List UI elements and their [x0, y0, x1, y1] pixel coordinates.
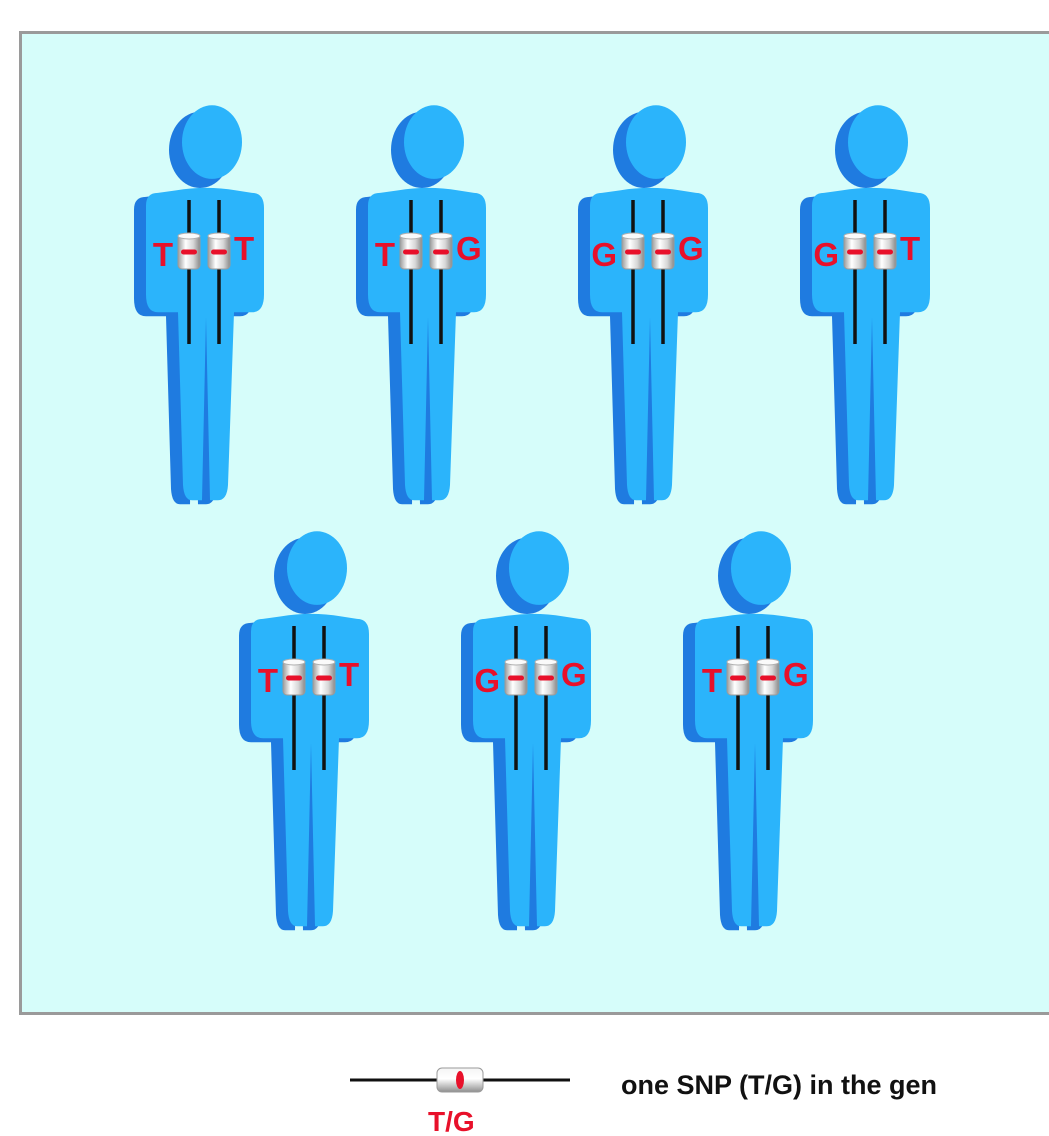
- allele-left: T: [702, 662, 722, 699]
- snp-cylinder-left: [727, 659, 749, 695]
- allele-right: G: [678, 230, 704, 267]
- person-head: [404, 105, 464, 179]
- snp-band: [730, 676, 746, 681]
- snp-cylinder-left: [400, 233, 422, 269]
- snp-cylinder-right: [535, 659, 557, 695]
- snp-cylinder-left: [283, 659, 305, 695]
- person-head: [626, 105, 686, 179]
- snp-band: [211, 250, 227, 255]
- person-head: [848, 105, 908, 179]
- snp-band: [286, 676, 302, 681]
- legend-snp-band: [456, 1071, 464, 1089]
- snp-band: [760, 676, 776, 681]
- allele-right: G: [561, 656, 587, 693]
- snp-cylinder-left: [622, 233, 644, 269]
- snp-band: [538, 676, 554, 681]
- snp-cylinder-right: [430, 233, 452, 269]
- allele-left: T: [375, 236, 395, 273]
- person-head: [509, 531, 569, 605]
- snp-band: [877, 250, 893, 255]
- snp-cylinder-left: [505, 659, 527, 695]
- snp-band: [181, 250, 197, 255]
- allele-right: G: [456, 230, 482, 267]
- allele-left: T: [153, 236, 173, 273]
- snp-cylinder-right: [208, 233, 230, 269]
- snp-cylinder-right: [313, 659, 335, 695]
- snp-cylinder-right: [652, 233, 674, 269]
- snp-band: [847, 250, 863, 255]
- snp-cylinder-left: [178, 233, 200, 269]
- snp-band: [655, 250, 671, 255]
- person-head: [287, 531, 347, 605]
- allele-left: G: [474, 662, 500, 699]
- snp-marker-icon: [345, 1060, 575, 1100]
- allele-left: T: [258, 662, 278, 699]
- allele-right: T: [234, 230, 254, 267]
- person-head: [182, 105, 242, 179]
- allele-right: T: [339, 656, 359, 693]
- snp-cylinder-left: [844, 233, 866, 269]
- allele-left: G: [813, 236, 839, 273]
- snp-cylinder-right: [874, 233, 896, 269]
- allele-right: G: [783, 656, 809, 693]
- person-head: [731, 531, 791, 605]
- snp-band: [433, 250, 449, 255]
- legend-description: one SNP (T/G) in the gen: [621, 1070, 937, 1101]
- snp-band: [508, 676, 524, 681]
- legend-snp-label: T/G: [428, 1106, 475, 1136]
- snp-cylinder-right: [757, 659, 779, 695]
- allele-left: G: [591, 236, 617, 273]
- allele-right: T: [900, 230, 920, 267]
- snp-band: [403, 250, 419, 255]
- snp-band: [316, 676, 332, 681]
- snp-band: [625, 250, 641, 255]
